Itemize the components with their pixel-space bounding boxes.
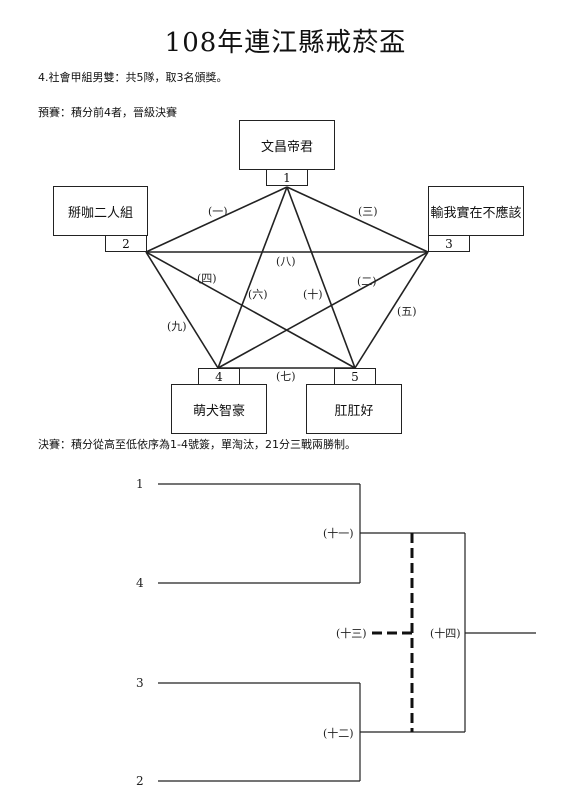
match-line-1-5	[286, 186, 356, 369]
final-rule: 決賽：積分從高至低依序為1-4號簽，單淘汰，21分三戰兩勝制。	[38, 438, 356, 451]
team-box-5: 肛肛好	[306, 384, 402, 434]
bracket-slot-number: 4	[136, 576, 144, 590]
seed-box-2: 2	[105, 235, 147, 252]
semi-final-1-label: (十一)	[323, 526, 354, 540]
bracket-slot-number: 3	[136, 676, 144, 690]
seed-box-4: 4	[198, 368, 240, 385]
seed-number: 1	[283, 170, 291, 185]
team-name: 掰咖二人組	[67, 205, 133, 221]
seed-number: 3	[445, 236, 453, 251]
seed-number: 4	[215, 369, 223, 384]
match-line-2-5	[145, 251, 356, 369]
seed-number: 5	[351, 369, 359, 384]
match-label: (九)	[167, 320, 187, 333]
match-label: (二)	[357, 275, 377, 288]
match-label: (三)	[358, 205, 378, 218]
match-label: (十)	[303, 287, 323, 301]
match-label: (六)	[248, 288, 268, 301]
match-line-3-5	[354, 251, 429, 369]
match-line-1-2	[145, 186, 288, 253]
seed-box-1: 1	[266, 169, 308, 186]
match-label: (四)	[197, 272, 217, 285]
third-place-dashed	[372, 533, 414, 732]
match-label: (五)	[397, 305, 417, 318]
event-description: 4.社會甲組男雙：共5隊，取3名頒獎。	[38, 71, 228, 84]
team-name: 萌犬智豪	[192, 403, 245, 419]
team-box-2: 掰咖二人組	[53, 186, 148, 236]
prelim-rule: 預賽：積分前4者，晉級決賽	[38, 106, 177, 119]
match-line-3-4	[217, 251, 429, 369]
team-box-4: 萌犬智豪	[171, 384, 267, 434]
match-label: (一)	[208, 205, 228, 218]
team-name: 肛肛好	[334, 403, 374, 419]
team-name: 文昌帝君	[260, 139, 313, 155]
semi-final-2-label: (十二)	[323, 726, 354, 740]
seed-number: 2	[122, 236, 130, 251]
match-line-1-3	[286, 186, 429, 253]
third-place-label: (十三)	[336, 626, 367, 640]
page-title: 108年連江縣戒菸盃	[164, 28, 407, 58]
match-line-2-4	[145, 251, 219, 369]
bracket-slot-number: 1	[136, 477, 144, 491]
team-box-3: 輸我實在不應該	[428, 186, 524, 236]
team-name: 輸我實在不應該	[430, 205, 522, 221]
match-label: (八)	[276, 255, 296, 268]
team-box-1: 文昌帝君	[239, 120, 335, 170]
seed-box-5: 5	[334, 368, 376, 385]
seed-box-3: 3	[428, 235, 470, 252]
match-label: (七)	[276, 370, 296, 383]
final-label: (十四)	[430, 626, 461, 640]
bracket-slot-number: 2	[136, 774, 144, 788]
match-line-1-4	[217, 186, 288, 369]
